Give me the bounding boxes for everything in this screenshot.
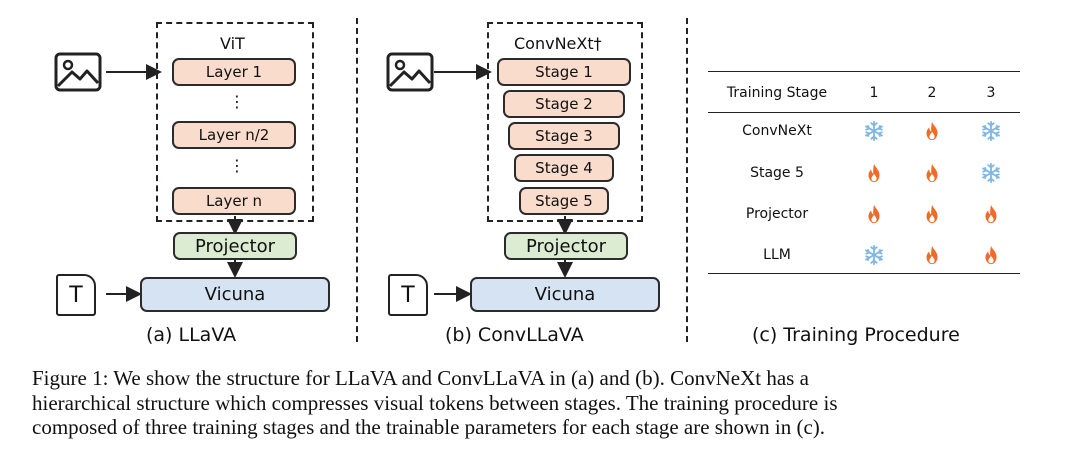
- trainable-flame-icon: [863, 203, 885, 225]
- image-input-icon: [54, 52, 102, 92]
- figure-caption-line-2: hierarchical structure which compresses …: [32, 390, 838, 415]
- figure-caption: Figure 1: We show the structure for LLaV…: [32, 366, 1048, 440]
- trainable-flame-icon: [921, 203, 943, 225]
- table-header-label: Training Stage: [726, 85, 828, 101]
- vit-label: ViT: [220, 34, 245, 53]
- vertical-dots: ⋮: [229, 92, 245, 111]
- vit-layer-n-half: Layer n/2: [172, 121, 296, 149]
- separator-1: [356, 18, 358, 342]
- trainable-flame-icon: [980, 203, 1002, 225]
- frozen-snowflake-icon: [863, 120, 885, 142]
- convnext-stage-1: Stage 1: [497, 58, 631, 86]
- table-header-rule: [708, 112, 1020, 113]
- llava-projector: Projector: [173, 232, 297, 260]
- table-top-rule: [708, 71, 1020, 72]
- convnext-stage-4: Stage 4: [514, 154, 614, 182]
- convnext-label: ConvNeXt†: [514, 34, 602, 53]
- frozen-snowflake-icon: [980, 120, 1002, 142]
- vit-encoder-frame: [156, 22, 314, 222]
- convllava-projector: Projector: [504, 232, 628, 260]
- text-input-icon: T: [388, 274, 428, 316]
- image-input-icon: [386, 52, 434, 92]
- frozen-snowflake-icon: [980, 162, 1002, 184]
- vit-layer-1: Layer 1: [172, 58, 296, 86]
- trainable-flame-icon: [921, 244, 943, 266]
- convllava-vicuna: Vicuna: [470, 277, 660, 312]
- table-row-label-llm: LLM: [763, 247, 791, 263]
- table-row-label-convnext: ConvNeXt: [742, 123, 812, 139]
- figure-caption-line-3: composed of three training stages and th…: [32, 415, 826, 439]
- table-header-stage-1: 1: [869, 85, 879, 101]
- convnext-stage-5: Stage 5: [519, 187, 609, 215]
- llava-vicuna: Vicuna: [140, 277, 330, 312]
- table-header-stage-3: 3: [986, 85, 996, 101]
- table-row-label-projector: Projector: [745, 206, 809, 222]
- trainable-flame-icon: [921, 120, 943, 142]
- vertical-dots: ⋮: [229, 156, 245, 175]
- text-input-icon: T: [56, 274, 96, 316]
- caption-a: (a) LLaVA: [146, 324, 237, 346]
- trainable-flame-icon: [863, 162, 885, 184]
- table-bottom-rule: [708, 273, 1020, 274]
- convnext-stage-3: Stage 3: [508, 122, 620, 150]
- convnext-stage-2: Stage 2: [503, 90, 625, 118]
- separator-2: [686, 18, 688, 342]
- caption-c: (c) Training Procedure: [752, 324, 960, 346]
- trainable-flame-icon: [980, 244, 1002, 266]
- table-header-stage-2: 2: [927, 85, 937, 101]
- figure-caption-line-1: Figure 1: We show the structure for LLaV…: [32, 366, 809, 390]
- vit-layer-n: Layer n: [172, 187, 296, 215]
- caption-b: (b) ConvLLaVA: [445, 324, 584, 346]
- table-row-label-stage5: Stage 5: [750, 165, 804, 181]
- frozen-snowflake-icon: [863, 244, 885, 266]
- trainable-flame-icon: [921, 162, 943, 184]
- convnext-encoder-frame: [487, 22, 643, 222]
